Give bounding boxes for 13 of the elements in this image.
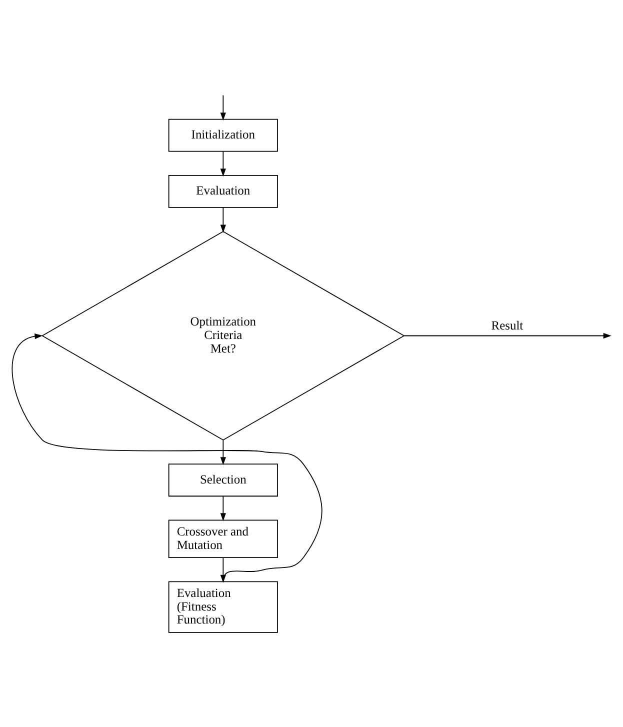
edge-label: Result bbox=[491, 318, 524, 333]
node-box: Evaluation bbox=[168, 174, 278, 208]
node-diamond: Optimization Criteria Met? bbox=[41, 231, 405, 440]
node-box: Initialization bbox=[168, 118, 278, 152]
arrow bbox=[404, 332, 612, 339]
node-box: Crossover and Mutation bbox=[168, 520, 278, 558]
arrow bbox=[220, 94, 226, 121]
arrow bbox=[220, 151, 226, 177]
arrow bbox=[220, 440, 226, 466]
node-box: Evaluation (Fitness Function) bbox=[168, 581, 278, 633]
node-box: Selection bbox=[168, 464, 278, 497]
arrow bbox=[220, 207, 226, 233]
arrow bbox=[220, 496, 226, 522]
